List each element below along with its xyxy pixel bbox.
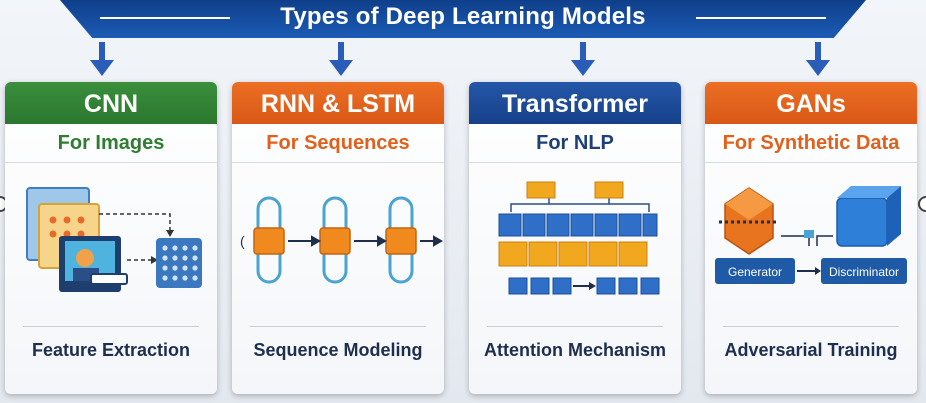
svg-text:(: ( [240,233,245,249]
title-banner: Types of Deep Learning Models [0,0,926,40]
generator-label: Generator [728,265,782,279]
recurrent-loop-icon: ( [240,196,444,284]
card-subtitle: For NLP [469,124,681,163]
card-title: RNN & LSTM [232,82,444,124]
model-card-transformer: Transformer For NLP Attention Mechanism [469,82,681,394]
image-grid-icon [26,187,202,292]
generator-discriminator-icon: Generator Discriminator [715,186,907,284]
card-title: Transformer [469,82,681,124]
card-subtitle: For Images [5,124,217,163]
card-subtitle: For Sequences [232,124,444,163]
banner-background [60,0,866,38]
card-feature: Attention Mechanism [483,340,666,360]
banner-rule-left [100,17,230,19]
model-card-gans: GANs For Synthetic Data Generator Discri… [705,82,917,394]
page-title: Types of Deep Learning Models [280,3,646,30]
card-subtitle: For Synthetic Data [705,124,917,163]
card-divider [250,326,426,327]
edge-handle-right [918,196,926,212]
card-feature: Adversarial Training [724,340,898,360]
card-title: CNN [5,82,217,124]
down-arrow-icon [571,42,595,76]
card-feature: Feature Extraction [31,340,191,360]
down-arrow-icon [329,42,353,76]
down-arrow-icon [90,42,114,76]
card-title: GANs [705,82,917,124]
banner-rule-right [696,17,826,19]
card-divider [23,326,199,327]
discriminator-label: Discriminator [829,265,899,279]
model-card-cnn: CNN For Images Feature Extraction [5,82,217,394]
card-feature: Sequence Modeling [253,340,423,360]
model-card-rnn-lstm: RNN & LSTM For Sequences ( Sequence Mode… [232,82,444,394]
card-divider [487,326,663,327]
down-arrow-icon [806,42,830,76]
card-divider [723,326,899,327]
attention-layers-icon [498,181,660,295]
